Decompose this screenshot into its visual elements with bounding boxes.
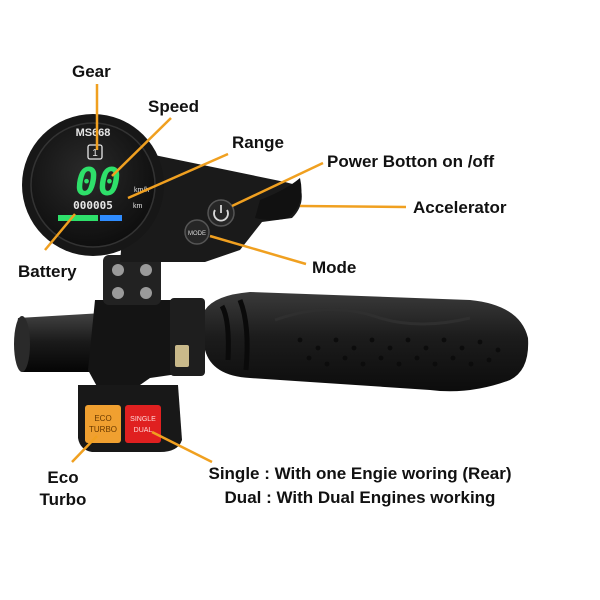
speed-unit: km/h	[134, 187, 149, 194]
eco-button-line2: TURBO	[89, 425, 117, 434]
label-mode: Mode	[312, 258, 357, 277]
label-range: Range	[232, 133, 284, 152]
odo-unit: km	[133, 203, 143, 210]
throttle-clamp	[88, 298, 205, 392]
switch-connector	[175, 345, 189, 367]
power-icon	[213, 209, 229, 222]
range-leader	[127, 152, 229, 200]
accelerator-leader	[299, 204, 407, 209]
gear-value: 1	[92, 148, 98, 159]
single-button-line1: SINGLE	[130, 416, 156, 423]
mode-leader	[209, 234, 307, 266]
gear-indicator	[87, 144, 103, 160]
power-button[interactable]	[207, 199, 235, 227]
display-bracket	[103, 255, 161, 305]
bolt-icon	[140, 264, 152, 276]
single-button-line2: DUAL	[134, 427, 153, 434]
label-turbo: Turbo	[39, 490, 87, 509]
bolt-icon	[112, 264, 124, 276]
single-dual-button[interactable]: SINGLE DUAL	[125, 405, 161, 443]
single-leader	[151, 430, 213, 464]
grip-texture	[297, 337, 501, 367]
eco-button-line1: ECO	[94, 414, 111, 423]
leader-lines	[44, 84, 407, 464]
single-caption: Single : With one Engie woring (Rear)	[208, 464, 512, 483]
display-model: MS668	[76, 127, 111, 139]
mode-button[interactable]: MODE	[184, 219, 210, 245]
eco-leader	[71, 435, 98, 463]
bolt-icon	[112, 287, 124, 299]
label-accelerator: Accelerator	[413, 198, 507, 217]
odometer-readout: 000005	[73, 199, 113, 212]
power-leader	[231, 161, 324, 208]
mode-button-label: MODE	[188, 231, 206, 237]
label-battery: Battery	[18, 262, 77, 281]
speed-readout: 00	[75, 160, 121, 204]
accelerator-lever	[255, 178, 302, 220]
eco-turbo-button[interactable]: ECO TURBO	[85, 405, 121, 443]
throttle-grip[interactable]	[205, 292, 529, 392]
label-speed: Speed	[148, 97, 200, 116]
label-power-button: Power Botton on /off	[327, 152, 495, 171]
battery-leader	[44, 213, 76, 251]
battery-bar-end	[100, 215, 122, 221]
battery-bar	[58, 215, 98, 221]
speed-leader	[111, 117, 172, 177]
dual-caption: Dual : With Dual Engines working	[224, 488, 496, 507]
single-dual-caption: Single : With one Engie woring (Rear) Du…	[180, 462, 540, 510]
label-eco: Eco	[47, 468, 79, 487]
bolt-icon	[140, 287, 152, 299]
label-gear: Gear	[72, 62, 111, 81]
